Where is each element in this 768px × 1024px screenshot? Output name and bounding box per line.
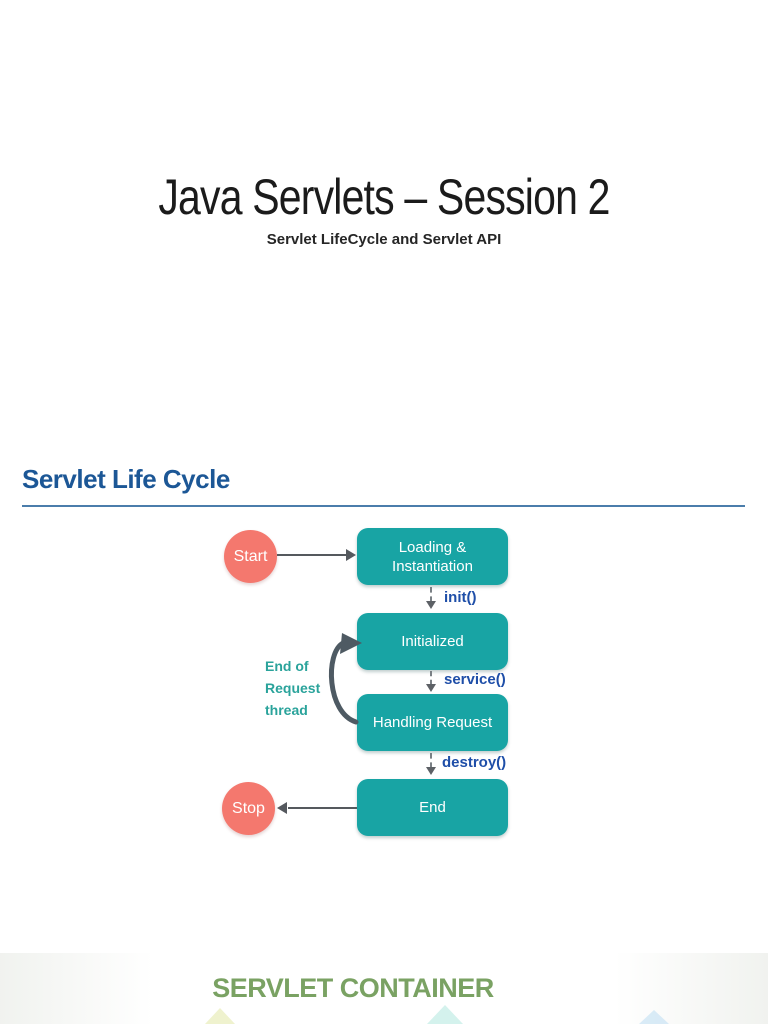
state-box-initialized: Initialized [357, 613, 508, 670]
init-arrow-head-icon [426, 601, 436, 609]
state-box-handling-request: Handling Request [357, 694, 508, 751]
loop-label-line2: Request [265, 680, 321, 696]
decor-triangle-yellow-icon [205, 1008, 235, 1024]
state-box-loading-instantiation: Loading & Instantiation [357, 528, 508, 585]
service-label: service() [444, 671, 506, 688]
heading-underline [22, 505, 745, 507]
stop-arrow-head-icon [277, 802, 287, 814]
destroy-arrow-head-icon [426, 767, 436, 775]
destroy-arrow-line [430, 753, 432, 768]
loop-label-line1: End of [265, 658, 309, 674]
section-heading: Servlet Life Cycle [22, 464, 230, 494]
loop-label-line3: thread [265, 702, 308, 718]
stop-node: Stop [222, 782, 275, 835]
slide-subtitle: Servlet LifeCycle and Servlet API [266, 231, 502, 248]
service-arrow-line [430, 671, 432, 685]
stop-arrow-line [288, 807, 357, 809]
start-node: Start [224, 530, 277, 583]
service-arrow-head-icon [426, 684, 436, 692]
end-of-request-thread-label: End of Request thread [265, 655, 335, 721]
decor-triangle-teal-icon [427, 1005, 463, 1024]
slide-title: Java Servlets – Session 2 [158, 169, 610, 225]
init-label: init() [444, 589, 477, 606]
init-arrow-line [430, 587, 432, 602]
decor-triangle-blue-icon [639, 1010, 669, 1024]
loop-back-arrow-icon [317, 631, 363, 726]
start-arrow-head-icon [346, 549, 356, 561]
destroy-label: destroy() [442, 754, 507, 771]
start-arrow-line [277, 554, 348, 556]
servlet-container-heading: SERVLET CONTAINER [212, 973, 494, 1003]
state-box-end: End [357, 779, 508, 836]
